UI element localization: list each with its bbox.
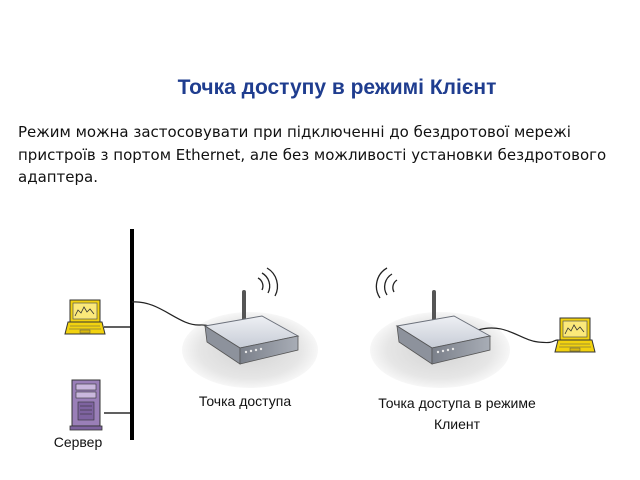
- client-label-line1: Точка доступа в режиме: [378, 395, 536, 411]
- laptop-icon: [64, 299, 106, 335]
- description-text: Режим можна застосовувати при підключенн…: [18, 123, 607, 186]
- wifi-waves-icon: [375, 267, 398, 299]
- client-label-line2: Клиент: [433, 416, 481, 432]
- router-icon: [203, 290, 300, 365]
- router-icon: [395, 290, 492, 365]
- client-mode-label: Точка доступа в режиме Клиент: [352, 393, 562, 435]
- wifi-waves-icon: [257, 267, 279, 297]
- access-point-label: Точка доступа: [198, 393, 292, 409]
- laptop-icon: [554, 317, 596, 353]
- server-label: Сервер: [53, 434, 103, 450]
- client-cable: [477, 327, 559, 344]
- server-tower-icon: [69, 379, 103, 431]
- page-title: Точка доступу в режимі Клієнт: [177, 76, 497, 99]
